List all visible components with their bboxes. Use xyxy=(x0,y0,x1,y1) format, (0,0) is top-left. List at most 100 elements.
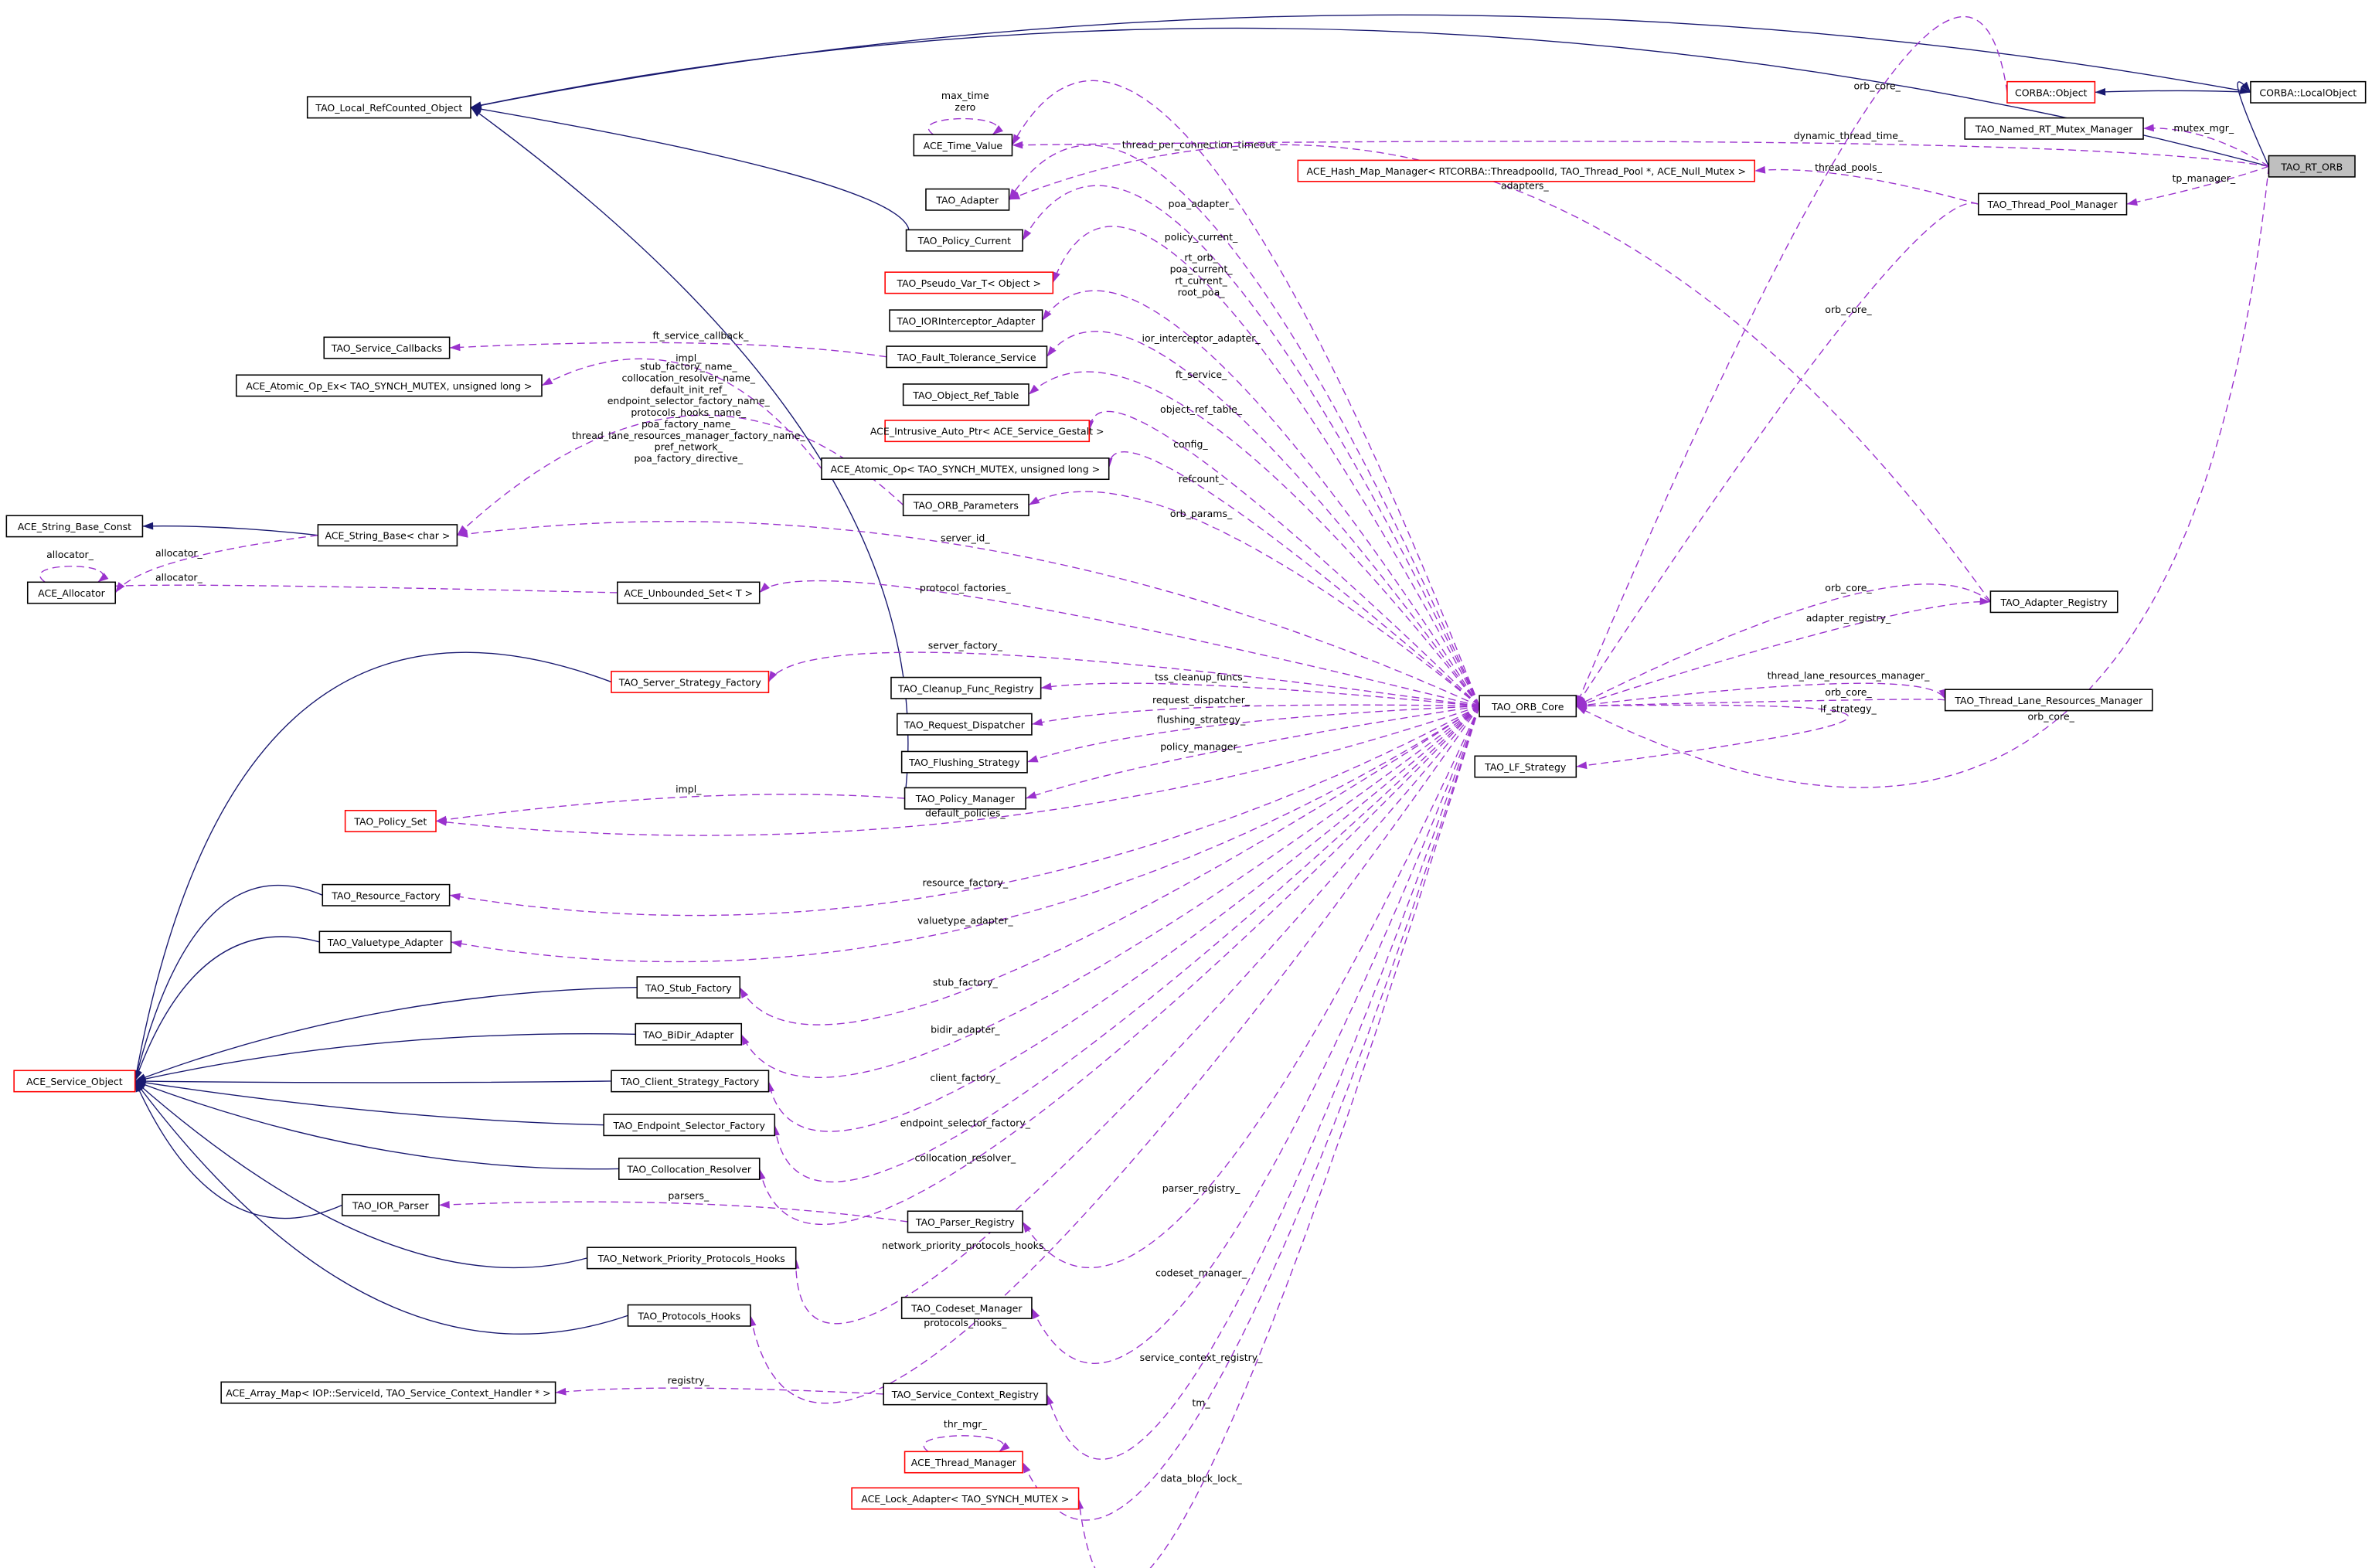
edge-label: codeset_manager_ xyxy=(1155,1267,1247,1278)
node-label: TAO_Client_Strategy_Factory xyxy=(620,1076,760,1087)
node-label: TAO_Policy_Current xyxy=(917,235,1011,247)
node-service-callbacks[interactable]: TAO_Service_Callbacks xyxy=(323,336,451,359)
node-allocator[interactable]: ACE_Allocator xyxy=(26,581,117,604)
node-label: TAO_BiDir_Adapter xyxy=(642,1029,734,1040)
node-label: TAO_Endpoint_Selector_Factory xyxy=(613,1120,766,1131)
node-flushing[interactable]: TAO_Flushing_Strategy xyxy=(900,750,1028,774)
node-endpoint-selector[interactable]: TAO_Endpoint_Selector_Factory xyxy=(603,1114,776,1137)
node-label: TAO_Service_Callbacks xyxy=(331,342,442,354)
edge-thread_manager-to-thread_manager: thr_mgr_ xyxy=(923,1418,1010,1452)
node-label: TAO_LF_Strategy xyxy=(1484,761,1567,773)
node-orb-params[interactable]: TAO_ORB_Parameters xyxy=(902,494,1029,516)
node-bidir[interactable]: TAO_BiDir_Adapter xyxy=(635,1022,743,1046)
edge-resource_factory-to-service_object xyxy=(134,884,323,1082)
node-protocols-hooks[interactable]: TAO_Protocols_Hooks xyxy=(627,1304,751,1327)
node-label: TAO_RT_ORB xyxy=(2280,161,2343,172)
node-adapter-registry[interactable]: TAO_Adapter_Registry xyxy=(1989,590,2118,614)
node-atomic-op-ex[interactable]: ACE_Atomic_Op_Ex< TAO_SYNCH_MUTEX, unsig… xyxy=(235,374,543,397)
node-intrusive-ptr[interactable]: ACE_Intrusive_Auto_Ptr< ACE_Service_Gest… xyxy=(870,420,1104,443)
node-box xyxy=(586,1247,797,1270)
edge-line xyxy=(927,117,999,135)
node-ior-interceptor[interactable]: TAO_IORInterceptor_Adapter xyxy=(889,309,1043,332)
edge-rt_orb-to-orb_core: orb_core_ xyxy=(1575,166,2270,788)
node-array-map[interactable]: ACE_Array_Map< IOP::ServiceId, TAO_Servi… xyxy=(220,1381,556,1404)
edge-line xyxy=(750,706,1480,1404)
edge-line xyxy=(541,358,822,469)
edge-allocator-to-allocator: allocator_ xyxy=(39,549,109,583)
node-request-dispatcher[interactable]: TAO_Request_Dispatcher xyxy=(897,713,1033,736)
edge-adapter_registry-to-orb_core: orb_core_ xyxy=(1575,582,1991,707)
node-local-refcounted[interactable]: TAO_Local_RefCounted_Object xyxy=(306,96,471,119)
edge-orb_core-to-string_base: server_id_ xyxy=(457,521,1480,707)
node-pseudo-var[interactable]: TAO_Pseudo_Var_T< Object > xyxy=(884,271,1054,294)
node-fault-tolerance[interactable]: TAO_Fault_Tolerance_Service xyxy=(886,345,1048,369)
node-localobject[interactable]: CORBA::LocalObject xyxy=(2250,80,2367,104)
edge-line xyxy=(451,706,1480,963)
node-ior-parser[interactable]: TAO_IOR_Parser xyxy=(341,1193,440,1216)
edge-label: ft_service_ xyxy=(1176,369,1227,380)
node-box xyxy=(636,976,741,999)
edge-label: orb_core_ xyxy=(1825,304,1872,315)
edge-label: rt_current_ xyxy=(1175,274,1227,286)
node-string-base-const[interactable]: ACE_String_Base_Const xyxy=(5,515,144,538)
node-policy-set[interactable]: TAO_Policy_Set xyxy=(344,809,437,832)
node-box xyxy=(913,134,1013,157)
node-named-mutex[interactable]: TAO_Named_RT_Mutex_Manager xyxy=(1964,117,2144,140)
edge-corba_object-to-orb_core: orb_core_ xyxy=(1575,15,2008,707)
edge-line xyxy=(449,706,1480,917)
arrowhead-icon xyxy=(115,582,125,593)
node-parser-registry[interactable]: TAO_Parser_Registry xyxy=(907,1210,1023,1233)
edge-label: orb_core_ xyxy=(2027,710,2074,722)
edge-line xyxy=(1576,600,1991,707)
node-collocation[interactable]: TAO_Collocation_Resolver xyxy=(618,1157,761,1180)
node-hash-map[interactable]: ACE_Hash_Map_Manager< RTCORBA::Threadpoo… xyxy=(1297,159,1755,182)
arrowhead-icon xyxy=(1031,1308,1040,1319)
node-box xyxy=(344,809,437,832)
edge-orb_core-to-time_value: thread_per_connection_timeout_ xyxy=(1011,80,1480,706)
node-thread-manager[interactable]: ACE_Thread_Manager xyxy=(904,1451,1023,1474)
edge-fault_tolerance-to-service_callbacks: ft_service_callback_ xyxy=(449,329,887,358)
node-lf-strategy[interactable]: TAO_LF_Strategy xyxy=(1474,755,1577,778)
edge-line xyxy=(1022,706,1480,1521)
arrowhead-icon xyxy=(436,818,448,826)
node-policy-current[interactable]: TAO_Policy_Current xyxy=(905,229,1023,252)
node-client-strategy[interactable]: TAO_Client_Strategy_Factory xyxy=(611,1070,770,1093)
node-cleanup[interactable]: TAO_Cleanup_Func_Registry xyxy=(890,676,1042,699)
node-stub-factory[interactable]: TAO_Stub_Factory xyxy=(636,976,741,999)
node-valuetype[interactable]: TAO_Valuetype_Adapter xyxy=(318,930,452,954)
node-service-object[interactable]: ACE_Service_Object xyxy=(13,1070,136,1093)
node-label: TAO_Pseudo_Var_T< Object > xyxy=(896,277,1040,289)
node-box xyxy=(884,420,1091,443)
node-rt-orb[interactable]: TAO_RT_ORB xyxy=(2268,155,2356,178)
edge-label: tp_manager_ xyxy=(2172,172,2235,184)
node-resource-factory[interactable]: TAO_Resource_Factory xyxy=(322,883,451,906)
edge-label: request_dispatcher_ xyxy=(1152,694,1251,706)
node-atomic-op[interactable]: ACE_Atomic_Op< TAO_SYNCH_MUTEX, unsigned… xyxy=(821,457,1110,481)
node-service-context[interactable]: TAO_Service_Context_Registry xyxy=(883,1383,1048,1406)
edge-orb_core-to-adapter: poa_adapter_ xyxy=(1009,145,1480,707)
node-policy-manager[interactable]: TAO_Policy_Manager xyxy=(904,787,1026,810)
node-server-strategy[interactable]: TAO_Server_Strategy_Factory xyxy=(611,670,770,693)
node-corba-object[interactable]: CORBA::Object xyxy=(2006,80,2096,104)
edge-label: protocol_factories_ xyxy=(920,582,1012,594)
edge-line xyxy=(774,706,1480,1182)
node-thread-lane[interactable]: TAO_Thread_Lane_Resources_Manager xyxy=(1944,689,2153,712)
node-string-base[interactable]: ACE_String_Base< char > xyxy=(317,524,458,547)
node-box xyxy=(1297,159,1755,182)
node-network-priority[interactable]: TAO_Network_Priority_Protocols_Hooks xyxy=(586,1247,797,1270)
node-time-value[interactable]: ACE_Time_Value xyxy=(913,134,1013,157)
node-codeset[interactable]: TAO_Codeset_Manager xyxy=(900,1296,1033,1319)
node-box xyxy=(611,670,770,693)
edge-line xyxy=(438,1201,908,1223)
node-thread-pool-mgr[interactable]: TAO_Thread_Pool_Manager xyxy=(1977,192,2128,216)
edge-orb_core-to-fault_tolerance: ft_service_ xyxy=(1046,331,1480,707)
node-object-ref-table[interactable]: TAO_Object_Ref_Table xyxy=(902,383,1029,406)
edge-client_strategy-to-service_object xyxy=(134,1077,611,1086)
node-label: ACE_Intrusive_Auto_Ptr< ACE_Service_Gest… xyxy=(870,426,1104,437)
node-orb-core[interactable]: TAO_ORB_Core xyxy=(1479,695,1577,718)
node-adapter[interactable]: TAO_Adapter xyxy=(925,188,1010,211)
edge-line xyxy=(1026,706,1480,763)
node-lock-adapter[interactable]: ACE_Lock_Adapter< TAO_SYNCH_MUTEX > xyxy=(851,1487,1080,1510)
node-unbounded-set[interactable]: ACE_Unbounded_Set< T > xyxy=(617,581,761,604)
